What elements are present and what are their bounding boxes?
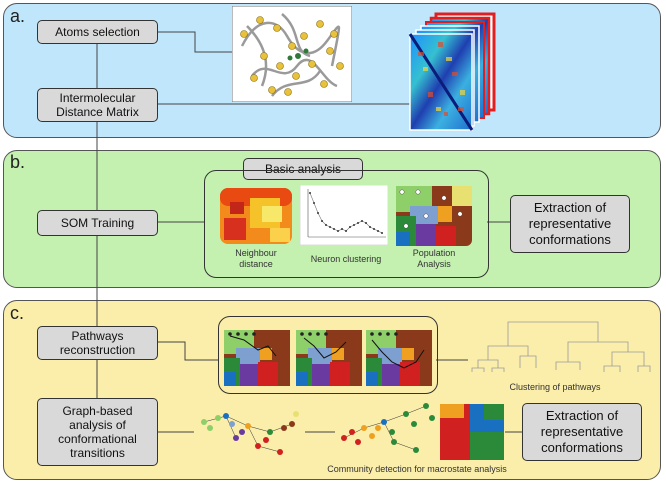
transition-network-graph [201, 411, 299, 455]
clustering-pathways-caption: Clustering of pathways [509, 382, 601, 392]
atoms-to-protein-line [158, 31, 238, 53]
pathway-map-3 [366, 330, 432, 386]
neuron-clustering-plot [300, 185, 388, 245]
basic-analysis-frame [204, 170, 489, 278]
neuron-clustering-caption: Neuron clustering [310, 254, 382, 264]
distance-matrix-stack [408, 12, 496, 131]
panel-b-label: b. [10, 152, 26, 172]
pathways-to-frame-line [158, 341, 218, 361]
pathways-reconstruction-box: Pathways reconstruction [37, 326, 158, 360]
population-analysis-caption: Population Analysis [412, 248, 456, 269]
community-detection-caption: Community detection for macrostate analy… [327, 464, 507, 474]
pathway-map-1 [224, 330, 290, 386]
neighbour-distance-map [220, 188, 292, 244]
pathways-dendrogram [471, 321, 651, 372]
pathway-maps-frame [218, 316, 438, 394]
atoms-selection-box: Atoms selection [37, 20, 158, 44]
pathway-map-2 [296, 330, 362, 386]
som-training-box: SOM Training [37, 210, 158, 236]
neighbour-distance-caption: Neighbour distance [235, 248, 277, 269]
extraction-box-b: Extraction of representative conformatio… [510, 195, 630, 253]
graph-analysis-box: Graph-based analysis of conformational t… [37, 398, 158, 466]
distance-matrix-box: Intermolecular Distance Matrix [37, 88, 158, 122]
community-network-graph [341, 403, 435, 453]
panel-a-label: a. [10, 6, 26, 26]
basic-analysis-box: Basic analysis [243, 158, 363, 180]
population-analysis-map [396, 186, 472, 246]
protein-structure-image [232, 6, 352, 102]
macrostate-map [440, 404, 504, 460]
extraction-box-c: Extraction of representative conformatio… [522, 403, 642, 461]
panel-c-label: c. [10, 303, 25, 323]
